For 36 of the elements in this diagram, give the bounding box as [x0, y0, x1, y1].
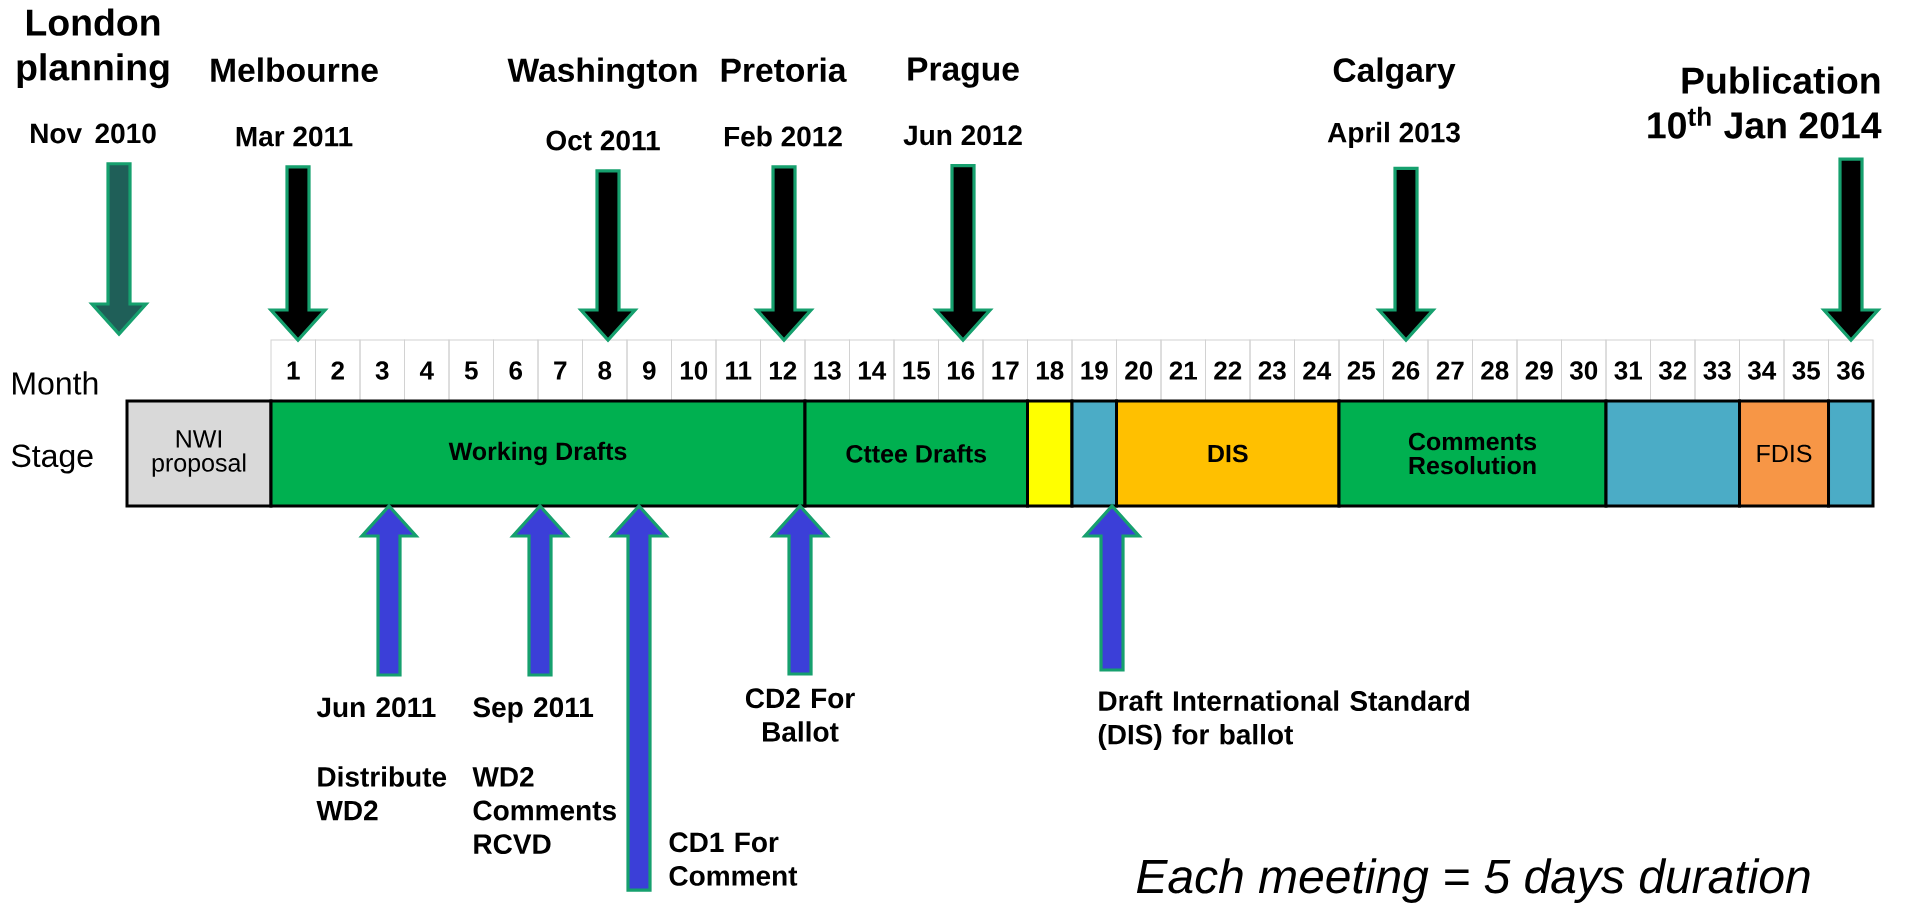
meeting-label: Publication 10$^{th}$ Jan 2014 [1648, 66, 1882, 139]
block-arrow [267, 165, 329, 343]
stage-segment: Comments Resolution [1337, 399, 1608, 508]
row-label: Stage [11, 444, 93, 474]
meeting-label: Prague Jun 2012 [903, 57, 1022, 146]
block-arrow [358, 503, 420, 677]
meeting-label: Pretoria Feb 2012 [721, 57, 847, 147]
meeting-label: Melbourne Mar 2011 [211, 57, 378, 147]
block-arrow [88, 162, 150, 337]
block-arrow [509, 503, 571, 677]
block-arrow [769, 503, 831, 676]
milestone-label: CD2 For Ballot [745, 688, 855, 742]
block-arrow [1081, 503, 1143, 672]
meeting-label: London planning Nov 2010 [17, 8, 169, 144]
block-arrow [1375, 166, 1437, 343]
meeting-label: Washington Oct 2011 [507, 57, 697, 151]
stage-segment: FDIS [1738, 399, 1830, 508]
note-text: Each meeting = 5 days duration [1136, 858, 1810, 903]
milestone-label: Draft International Standard (DIS) for ballot [1098, 690, 1469, 751]
stage-segment [1026, 399, 1074, 508]
stage-segment [1070, 399, 1118, 508]
block-arrow [608, 503, 670, 892]
stage-segment: DIS [1115, 399, 1341, 508]
block-arrow [932, 164, 994, 343]
stage-segment [1827, 399, 1875, 508]
stage-segment [1604, 399, 1741, 508]
milestone-label: CD1 For Comment [669, 832, 798, 886]
block-arrow [577, 169, 639, 343]
stage-segment: Cttee Drafts [803, 399, 1029, 508]
meeting-label: Calgary April 2013 [1327, 57, 1460, 148]
milestone-label: Sep 2011 WD2 Comments RCVD [472, 697, 616, 855]
block-arrow [753, 165, 815, 343]
block-arrow [1820, 157, 1882, 343]
stage-segment: NWI proposal [125, 399, 273, 508]
row-label: Month [13, 371, 98, 395]
milestone-label: Jun 2011 Distribute WD2 [316, 697, 447, 821]
